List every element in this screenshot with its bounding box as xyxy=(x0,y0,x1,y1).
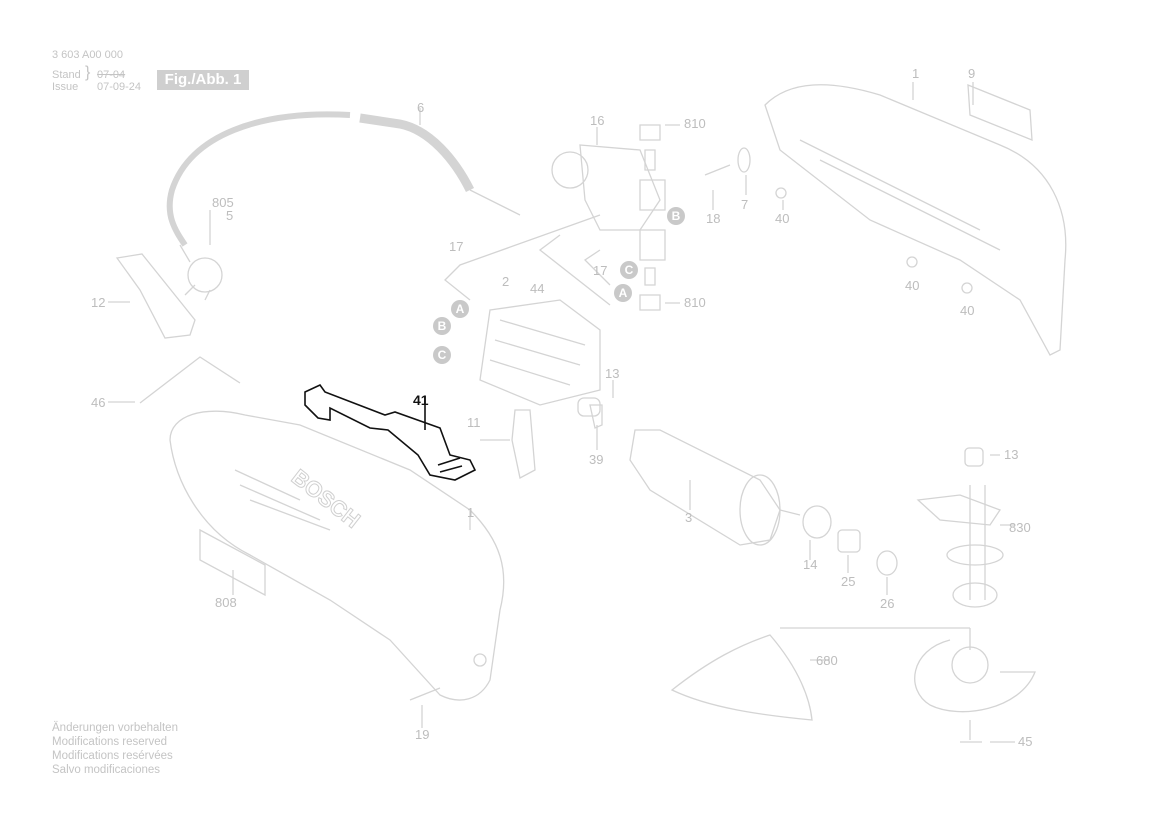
note-de: Änderungen vorbehalten xyxy=(52,722,178,734)
note-en: Modifications reserved xyxy=(52,736,168,748)
label-19: 19 xyxy=(415,727,430,742)
connector-a-left: A xyxy=(451,300,469,318)
screw-18 xyxy=(704,164,731,176)
label-1-right: 1 xyxy=(912,66,920,81)
washer-26 xyxy=(876,550,898,576)
label-9: 9 xyxy=(968,66,976,81)
nut-40-c xyxy=(961,282,973,294)
stand-value: 07-04 xyxy=(97,69,126,81)
label-17-b: 17 xyxy=(593,263,608,278)
label-5: 5 xyxy=(226,208,234,223)
wire-17 xyxy=(444,214,601,301)
saw-blade xyxy=(914,639,1036,713)
screw-45 xyxy=(960,720,982,743)
label-18: 18 xyxy=(706,211,721,226)
bearing-14 xyxy=(802,505,832,539)
label-41-highlighted[interactable]: 41 xyxy=(413,392,429,408)
power-cable xyxy=(166,111,351,247)
label-2: 2 xyxy=(502,274,510,289)
part-11 xyxy=(511,409,536,479)
figure-label: Fig./Abb. 1 xyxy=(157,70,249,90)
label-805: 805 xyxy=(212,195,234,210)
screw-19 xyxy=(409,687,441,701)
issue-label: Issue xyxy=(52,81,79,93)
connector-c-left: C xyxy=(433,346,451,364)
armature xyxy=(629,429,801,546)
label-810-bottom: 810 xyxy=(684,295,706,310)
label-3: 3 xyxy=(685,510,693,525)
label-14: 14 xyxy=(803,557,818,572)
stator xyxy=(479,299,601,406)
label-7: 7 xyxy=(741,197,749,212)
part-41-actuator xyxy=(304,383,477,481)
right-housing xyxy=(764,84,1067,356)
wire-44 xyxy=(538,234,611,306)
spindle xyxy=(916,447,1004,608)
label-46: 46 xyxy=(91,395,106,410)
left-housing xyxy=(169,410,505,701)
nut-40-a xyxy=(775,187,787,199)
label-830: 830 xyxy=(1009,520,1031,535)
label-808: 808 xyxy=(215,595,237,610)
connector-b-top: B xyxy=(667,207,685,225)
label-40-b: 40 xyxy=(905,278,920,293)
note-es: Salvo modificaciones xyxy=(52,764,161,776)
notes-block: Änderungen vorbehalten Modifications res… xyxy=(52,721,178,777)
strain-relief xyxy=(115,253,196,339)
label-40-c: 40 xyxy=(960,303,975,318)
label-9 xyxy=(967,84,1033,141)
label-25: 25 xyxy=(841,574,856,589)
part-7 xyxy=(737,147,751,173)
label-11: 11 xyxy=(467,415,481,430)
connector-b-left: B xyxy=(433,317,451,335)
nut-40-b xyxy=(906,256,918,268)
part-25 xyxy=(837,529,861,553)
switch xyxy=(551,144,661,231)
label-16: 16 xyxy=(590,113,605,128)
label-13-a: 13 xyxy=(605,366,620,381)
label-39: 39 xyxy=(589,452,604,467)
connector-a-top: A xyxy=(614,284,632,302)
label-808 xyxy=(199,528,266,597)
label-17-a: 17 xyxy=(449,239,464,254)
plug xyxy=(179,244,223,301)
hex-key xyxy=(139,356,241,404)
label-810-top: 810 xyxy=(684,116,706,131)
label-13-b: 13 xyxy=(1004,447,1019,462)
label-40-a: 40 xyxy=(775,211,790,226)
label-45: 45 xyxy=(1018,734,1033,749)
label-1-left: 1 xyxy=(467,505,475,520)
brush-holder-top xyxy=(639,124,666,211)
sanding-pad xyxy=(670,634,813,721)
connector-c-top: C xyxy=(620,261,638,279)
part-number: 3 603 A00 000 xyxy=(52,49,123,61)
label-12: 12 xyxy=(91,295,106,310)
label-680: 680 xyxy=(816,653,838,668)
stand-label: Stand xyxy=(52,69,81,81)
issue-value: 07-09-24 xyxy=(97,81,142,93)
note-fr: Modifications resérvées xyxy=(52,750,173,762)
label-26: 26 xyxy=(880,596,895,611)
brand-wordmark: BOSCH xyxy=(287,464,365,533)
label-6: 6 xyxy=(417,100,425,115)
brush-holder-bottom xyxy=(639,229,666,311)
bearing-13-a xyxy=(577,397,601,417)
part-39 xyxy=(589,404,603,429)
brace-icon: } xyxy=(85,64,91,81)
label-44: 44 xyxy=(530,281,545,296)
